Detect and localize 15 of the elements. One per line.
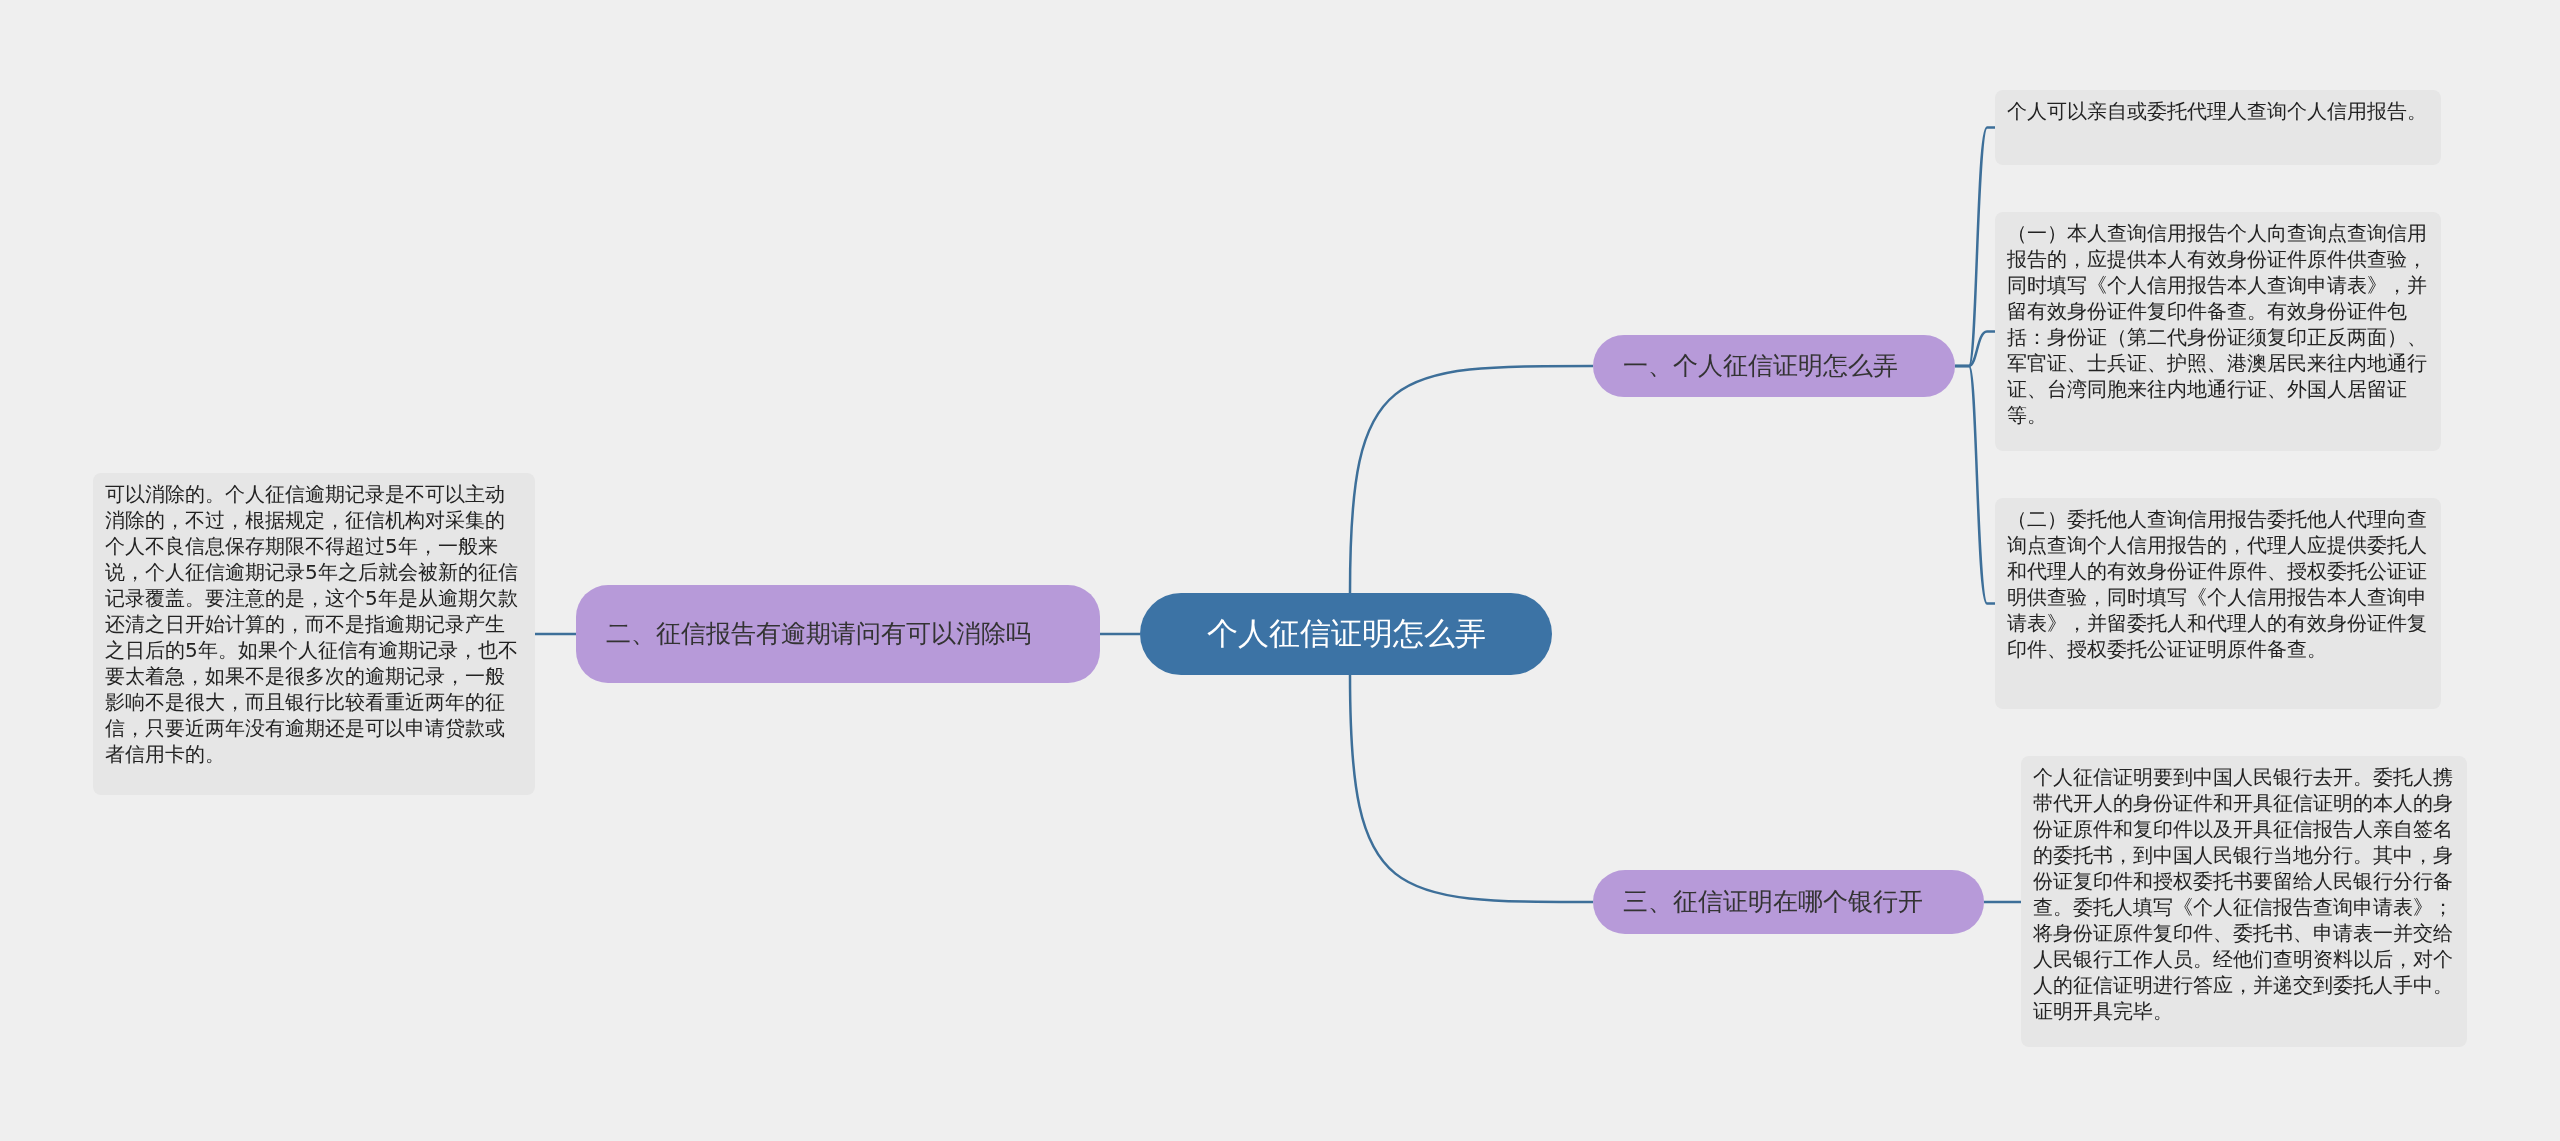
text-card: （二）委托他人查询信用报告委托他人代理向查询点查询个人信用报告的，代理人应提供委托人和代理人的有效身份证件原件、授权委托公证证明供查验，同时填写《个人信用报告本人查询申请表》，并留委托人和代理人的有效身份证件复印件、授权委托公证证明原件备查。 xyxy=(1995,498,2441,709)
connector-line xyxy=(1348,364,1593,594)
connector-line xyxy=(1955,364,1995,605)
text-card: 可以消除的。个人征信逾期记录是不可以主动消除的，不过，根据规定，征信机构对采集的个人不良信息保存期限不得超过5年，一般来说，个人征信逾期记录5年之后就会被新的征信记录覆盖。要注意的是，这个5年是从逾期欠款还清之日开始计算的，而不是指逾期记录产生之日后的5年。如果个人征信有逾期记录，也不要太着急，如果不是很多次的逾期记录，一般影响不是很大，而且银行比较看重近两年的征信，只要近两年没有逾期还是可以申请贷款或者信用卡的。 xyxy=(93,473,535,795)
connector-line xyxy=(1100,632,1140,636)
connector-line xyxy=(1984,900,2021,904)
text-card: 个人可以亲自或委托代理人查询个人信用报告。 xyxy=(1995,90,2441,165)
text-card: 个人征信证明要到中国人民银行去开。委托人携带代开人的身份证件和开具征信证明的本人的身份证原件和复印件以及开具征信报告人亲自签名的委托书，到中国人民银行当地分行。其中，身份证复印件和授权委托书要留给人民银行分行备查。委托人填写《个人征信报告查询申请表》；将身份证原件复印件、委托书、申请表一并交给人民银行工作人员。经他们查明资料以后，对个人的征信证明进行答应，并递交到委托人手中。证明开具完毕。 xyxy=(2021,756,2467,1047)
topic-box: 三、征信证明在哪个银行开 xyxy=(1593,870,1984,934)
connector-line xyxy=(1348,674,1593,904)
text-card: （一）本人查询信用报告个人向查询点查询信用报告的，应提供本人有效身份证件原件供查验，同时填写《个人信用报告本人查询申请表》，并留有效身份证件复印件备查。有效身份证件包括：身份证（第二代身份证须复印正反两面）、军官证、士兵证、护照、港澳居民来往内地通行证、台湾同胞来往内地通行证、外国人居留证等。 xyxy=(1995,212,2441,451)
topic-box: 二、征信报告有逾期请问有可以消除吗 xyxy=(576,585,1100,683)
topic-box: 一、个人征信证明怎么弄 xyxy=(1593,335,1955,397)
connector-line xyxy=(535,632,576,636)
root-topic: 个人征信证明怎么弄 xyxy=(1140,593,1552,675)
